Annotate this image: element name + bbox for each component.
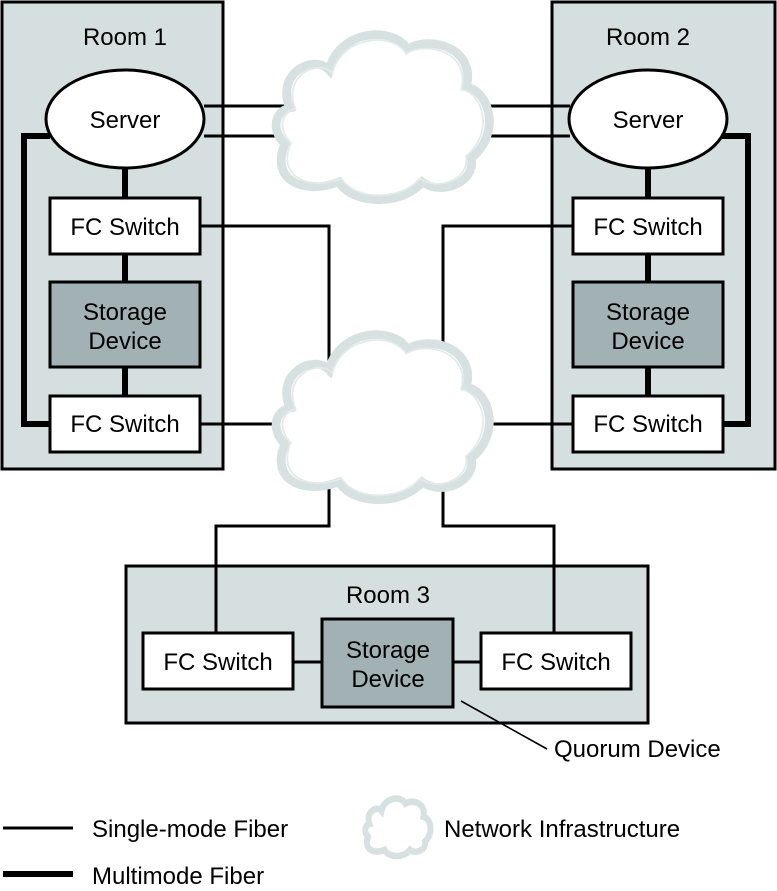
room-2-fc-switch-bottom[interactable]: FC Switch [571, 394, 725, 454]
room-3-fc-switch-left-label: FC Switch [163, 649, 272, 676]
link-cloud-room3-left [214, 480, 331, 633]
room-2-storage-device[interactable]: Storage Device [571, 280, 725, 369]
room-1-server-label: Server [90, 107, 161, 134]
room-3-fc-switch-right[interactable]: FC Switch [479, 631, 633, 691]
room-2-label: Room 2 [606, 24, 690, 51]
room-3-storage-label-line2: Device [351, 666, 424, 693]
legend-single-mode-label: Single-mode Fiber [92, 816, 288, 843]
room-1-fc-switch-top-label: FC Switch [70, 214, 179, 241]
room-2-fc-switch-top-label: FC Switch [593, 214, 702, 241]
link-cloud-room3-right [441, 480, 556, 633]
legend-network-label: Network Infrastructure [444, 816, 680, 843]
room-1-label: Room 1 [83, 24, 167, 51]
room-1-storage-device[interactable]: Storage Device [48, 280, 202, 369]
room-2-multimode-loop [722, 133, 751, 427]
network-cloud-top [276, 35, 489, 200]
room-3-label: Room 3 [346, 582, 430, 609]
room-2-storage-label-line2: Device [611, 328, 684, 355]
link-room1-switch-top-cloud [200, 224, 331, 380]
link-room2-switch-top-cloud [441, 224, 573, 380]
room-1-storage-label-line2: Device [88, 328, 161, 355]
legend-multimode-label: Multimode Fiber [92, 863, 264, 890]
room-2-server[interactable]: Server [567, 68, 729, 170]
quorum-device-label: Quorum Device [554, 736, 721, 763]
room-1-fc-switch-bottom-label: FC Switch [70, 411, 179, 438]
network-cloud-bottom [276, 335, 489, 500]
room-1-fc-switch-bottom[interactable]: FC Switch [48, 394, 202, 454]
room-3-storage-label-line1: Storage [346, 637, 430, 664]
room-1-server[interactable]: Server [44, 68, 206, 170]
room-3-fc-switch-right-label: FC Switch [501, 649, 610, 676]
legend-cloud-icon [365, 799, 430, 856]
room-2-fc-switch-top[interactable]: FC Switch [571, 196, 725, 256]
quorum-callout-leader [460, 700, 548, 750]
room-1-storage-label-line1: Storage [83, 299, 167, 326]
room-2-storage-label-line1: Storage [606, 299, 690, 326]
room-2-fc-switch-bottom-label: FC Switch [593, 411, 702, 438]
legend: Single-mode Fiber Multimode Fiber Networ… [3, 799, 680, 890]
room-2-server-label: Server [613, 107, 684, 134]
room-3-fc-switch-left[interactable]: FC Switch [141, 631, 295, 691]
room-3-storage-device[interactable]: Storage Device [320, 617, 455, 709]
room-1-multimode-loop [21, 133, 50, 427]
room-1-fc-switch-top[interactable]: FC Switch [48, 196, 202, 256]
